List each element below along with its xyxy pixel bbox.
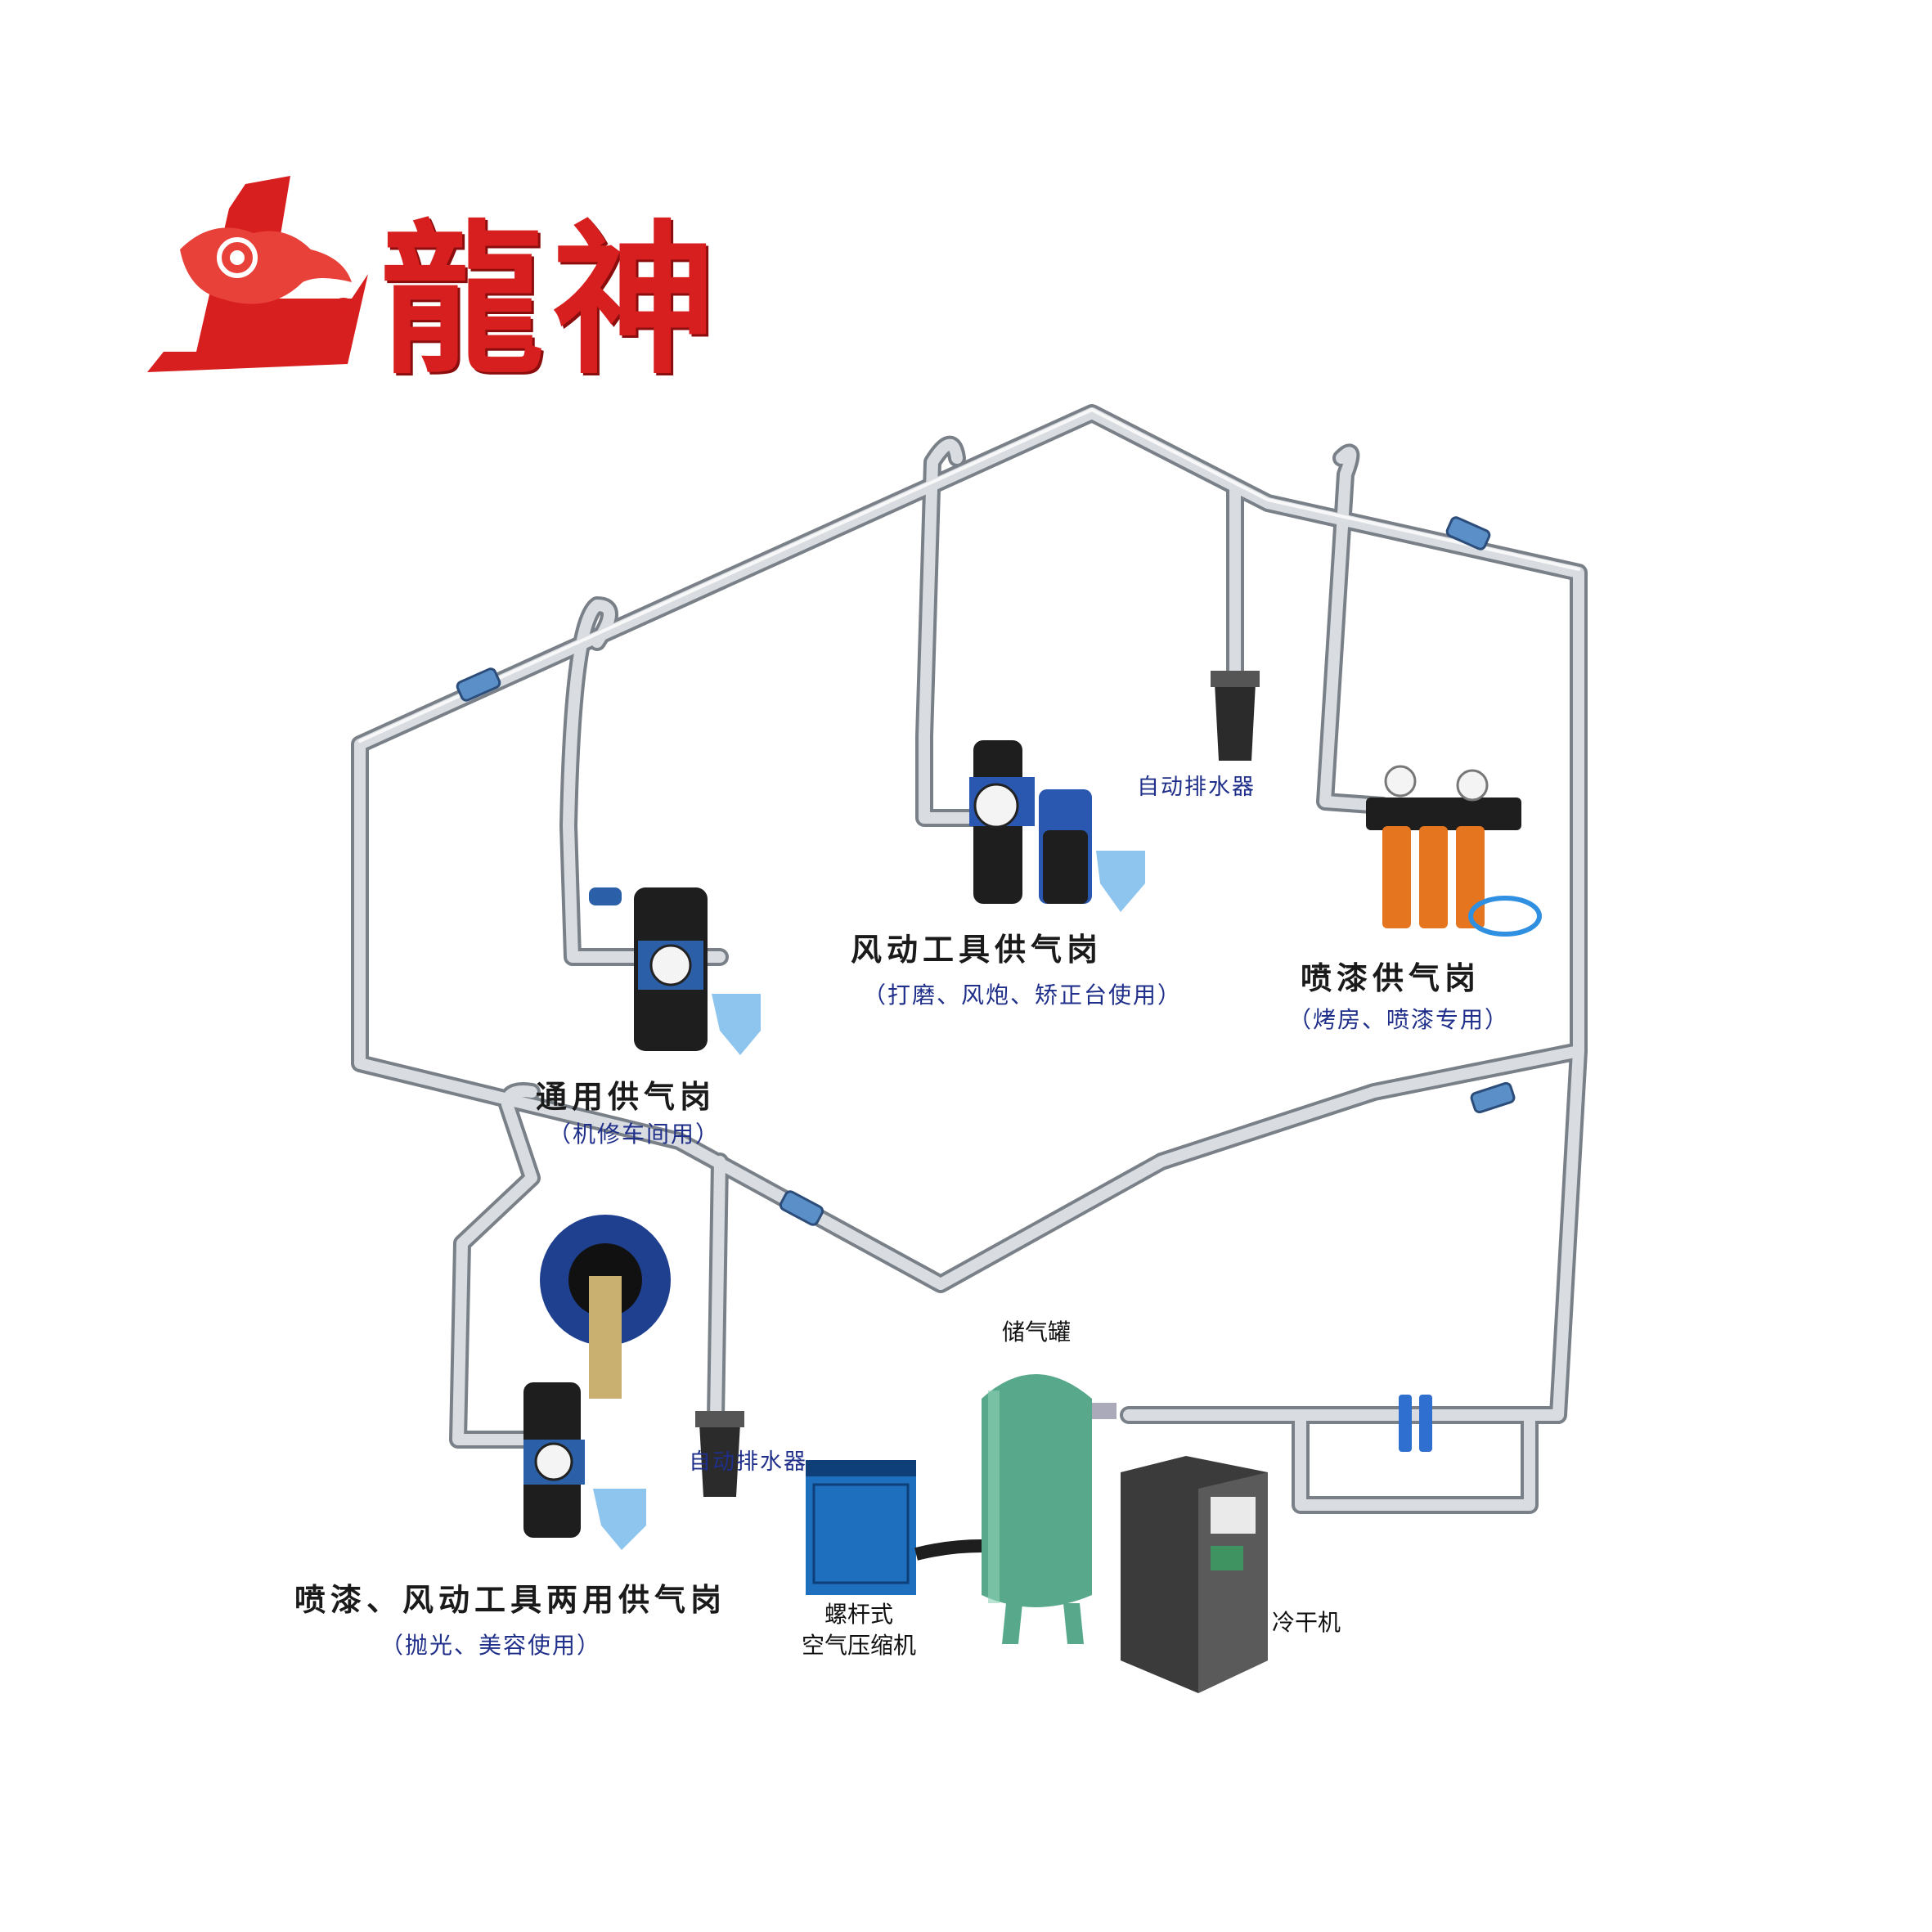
station-pneumatic-title: 风动工具供气岗 bbox=[851, 931, 1103, 968]
brand-name: 龍神 bbox=[380, 204, 725, 397]
station-pneumatic-subtitle: （打磨、风炮、矫正台使用） bbox=[863, 982, 1183, 1009]
dragon-logo-icon: R bbox=[147, 176, 368, 372]
svg-text:R: R bbox=[339, 303, 348, 319]
compressor-label: 螺杆式 空气压缩机 bbox=[785, 1599, 932, 1661]
station-paint-title: 喷漆供气岗 bbox=[1301, 959, 1481, 996]
station-general-subtitle: （机修车间用） bbox=[548, 1121, 721, 1148]
station-general-title: 通用供气岗 bbox=[536, 1078, 717, 1115]
tank-label: 储气罐 bbox=[1002, 1319, 1072, 1346]
compressor-label-line2: 空气压缩机 bbox=[801, 1632, 916, 1659]
drain-label-bottom: 自动排水器 bbox=[689, 1449, 807, 1475]
dryer-label: 冷干机 bbox=[1272, 1609, 1341, 1636]
station-paint-subtitle: （烤房、喷漆专用） bbox=[1288, 1006, 1510, 1033]
station-dual-title: 喷漆、风动工具两用供气岗 bbox=[294, 1581, 727, 1618]
compressor-label-line1: 螺杆式 bbox=[824, 1601, 893, 1628]
drain-label-top: 自动排水器 bbox=[1137, 775, 1256, 800]
station-dual-subtitle: （抛光、美容使用） bbox=[380, 1632, 602, 1659]
